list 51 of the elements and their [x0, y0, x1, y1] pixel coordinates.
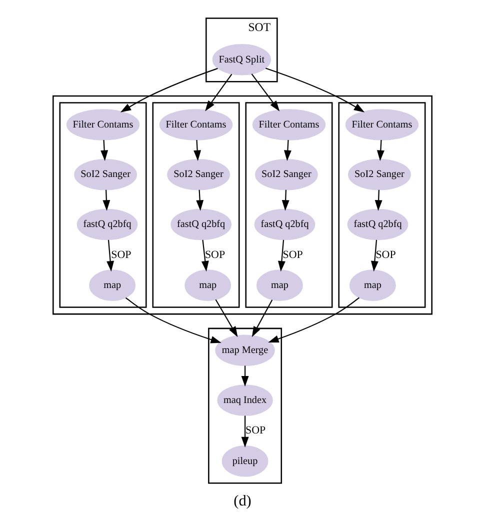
arrow [214, 299, 238, 338]
node-ellipse: fastQ q2bfq [346, 208, 408, 240]
arrow [250, 74, 280, 112]
arrow [370, 240, 378, 272]
node-ellipse: SoI2 Sanger [348, 158, 410, 190]
node-ellipse: map [256, 270, 302, 301]
arrow [106, 240, 114, 272]
arrow [120, 68, 218, 112]
node-ellipse: FastQ Split [212, 44, 270, 76]
node-ellipse: fastQ q2bfq [254, 208, 315, 240]
node-ellipse: Filter Contams [66, 109, 140, 140]
node-ellipse: Filter Contams [252, 109, 326, 140]
arrow [268, 297, 359, 343]
arrow [102, 190, 110, 211]
node-ellipse: SoI2 Sanger [166, 158, 230, 190]
node-ellipse: maq Index [216, 384, 272, 416]
arrow [193, 140, 201, 161]
node-ellipse: map [88, 270, 136, 301]
node-ellipse: map [348, 270, 396, 301]
arrow [196, 190, 204, 211]
cluster [244, 102, 332, 308]
edge-label: SOP [110, 248, 131, 261]
arrow [376, 140, 384, 161]
cluster [52, 95, 432, 315]
arrow [240, 416, 248, 448]
edge-label: SOP [245, 424, 266, 437]
arrow [374, 190, 382, 211]
node-ellipse: Filter Contams [344, 109, 418, 140]
arrow [100, 140, 108, 161]
arrow [277, 240, 285, 272]
edge-label: SOP [204, 248, 225, 261]
arrow [204, 74, 232, 112]
node-ellipse: map [184, 270, 231, 301]
arrow [124, 297, 221, 344]
node-ellipse: fastQ q2bfq [76, 208, 138, 240]
arrow [265, 68, 364, 112]
node-ellipse: map Merge [214, 334, 274, 366]
node-ellipse: pileup [221, 446, 268, 477]
edge-label: SOP [282, 248, 302, 261]
cluster [152, 102, 240, 308]
arrow [200, 240, 208, 272]
arrow [240, 366, 248, 387]
arrow [283, 140, 291, 161]
arrow [251, 300, 272, 338]
edge-label: SOP [375, 248, 396, 261]
node-ellipse: Filter Contams [158, 109, 232, 140]
node-ellipse: SoI2 Sanger [254, 158, 318, 190]
arrow [281, 190, 289, 211]
caption: (d) [233, 492, 251, 510]
node-ellipse: SoI2 Sanger [74, 158, 136, 190]
node-ellipse: fastQ q2bfq [170, 208, 232, 240]
